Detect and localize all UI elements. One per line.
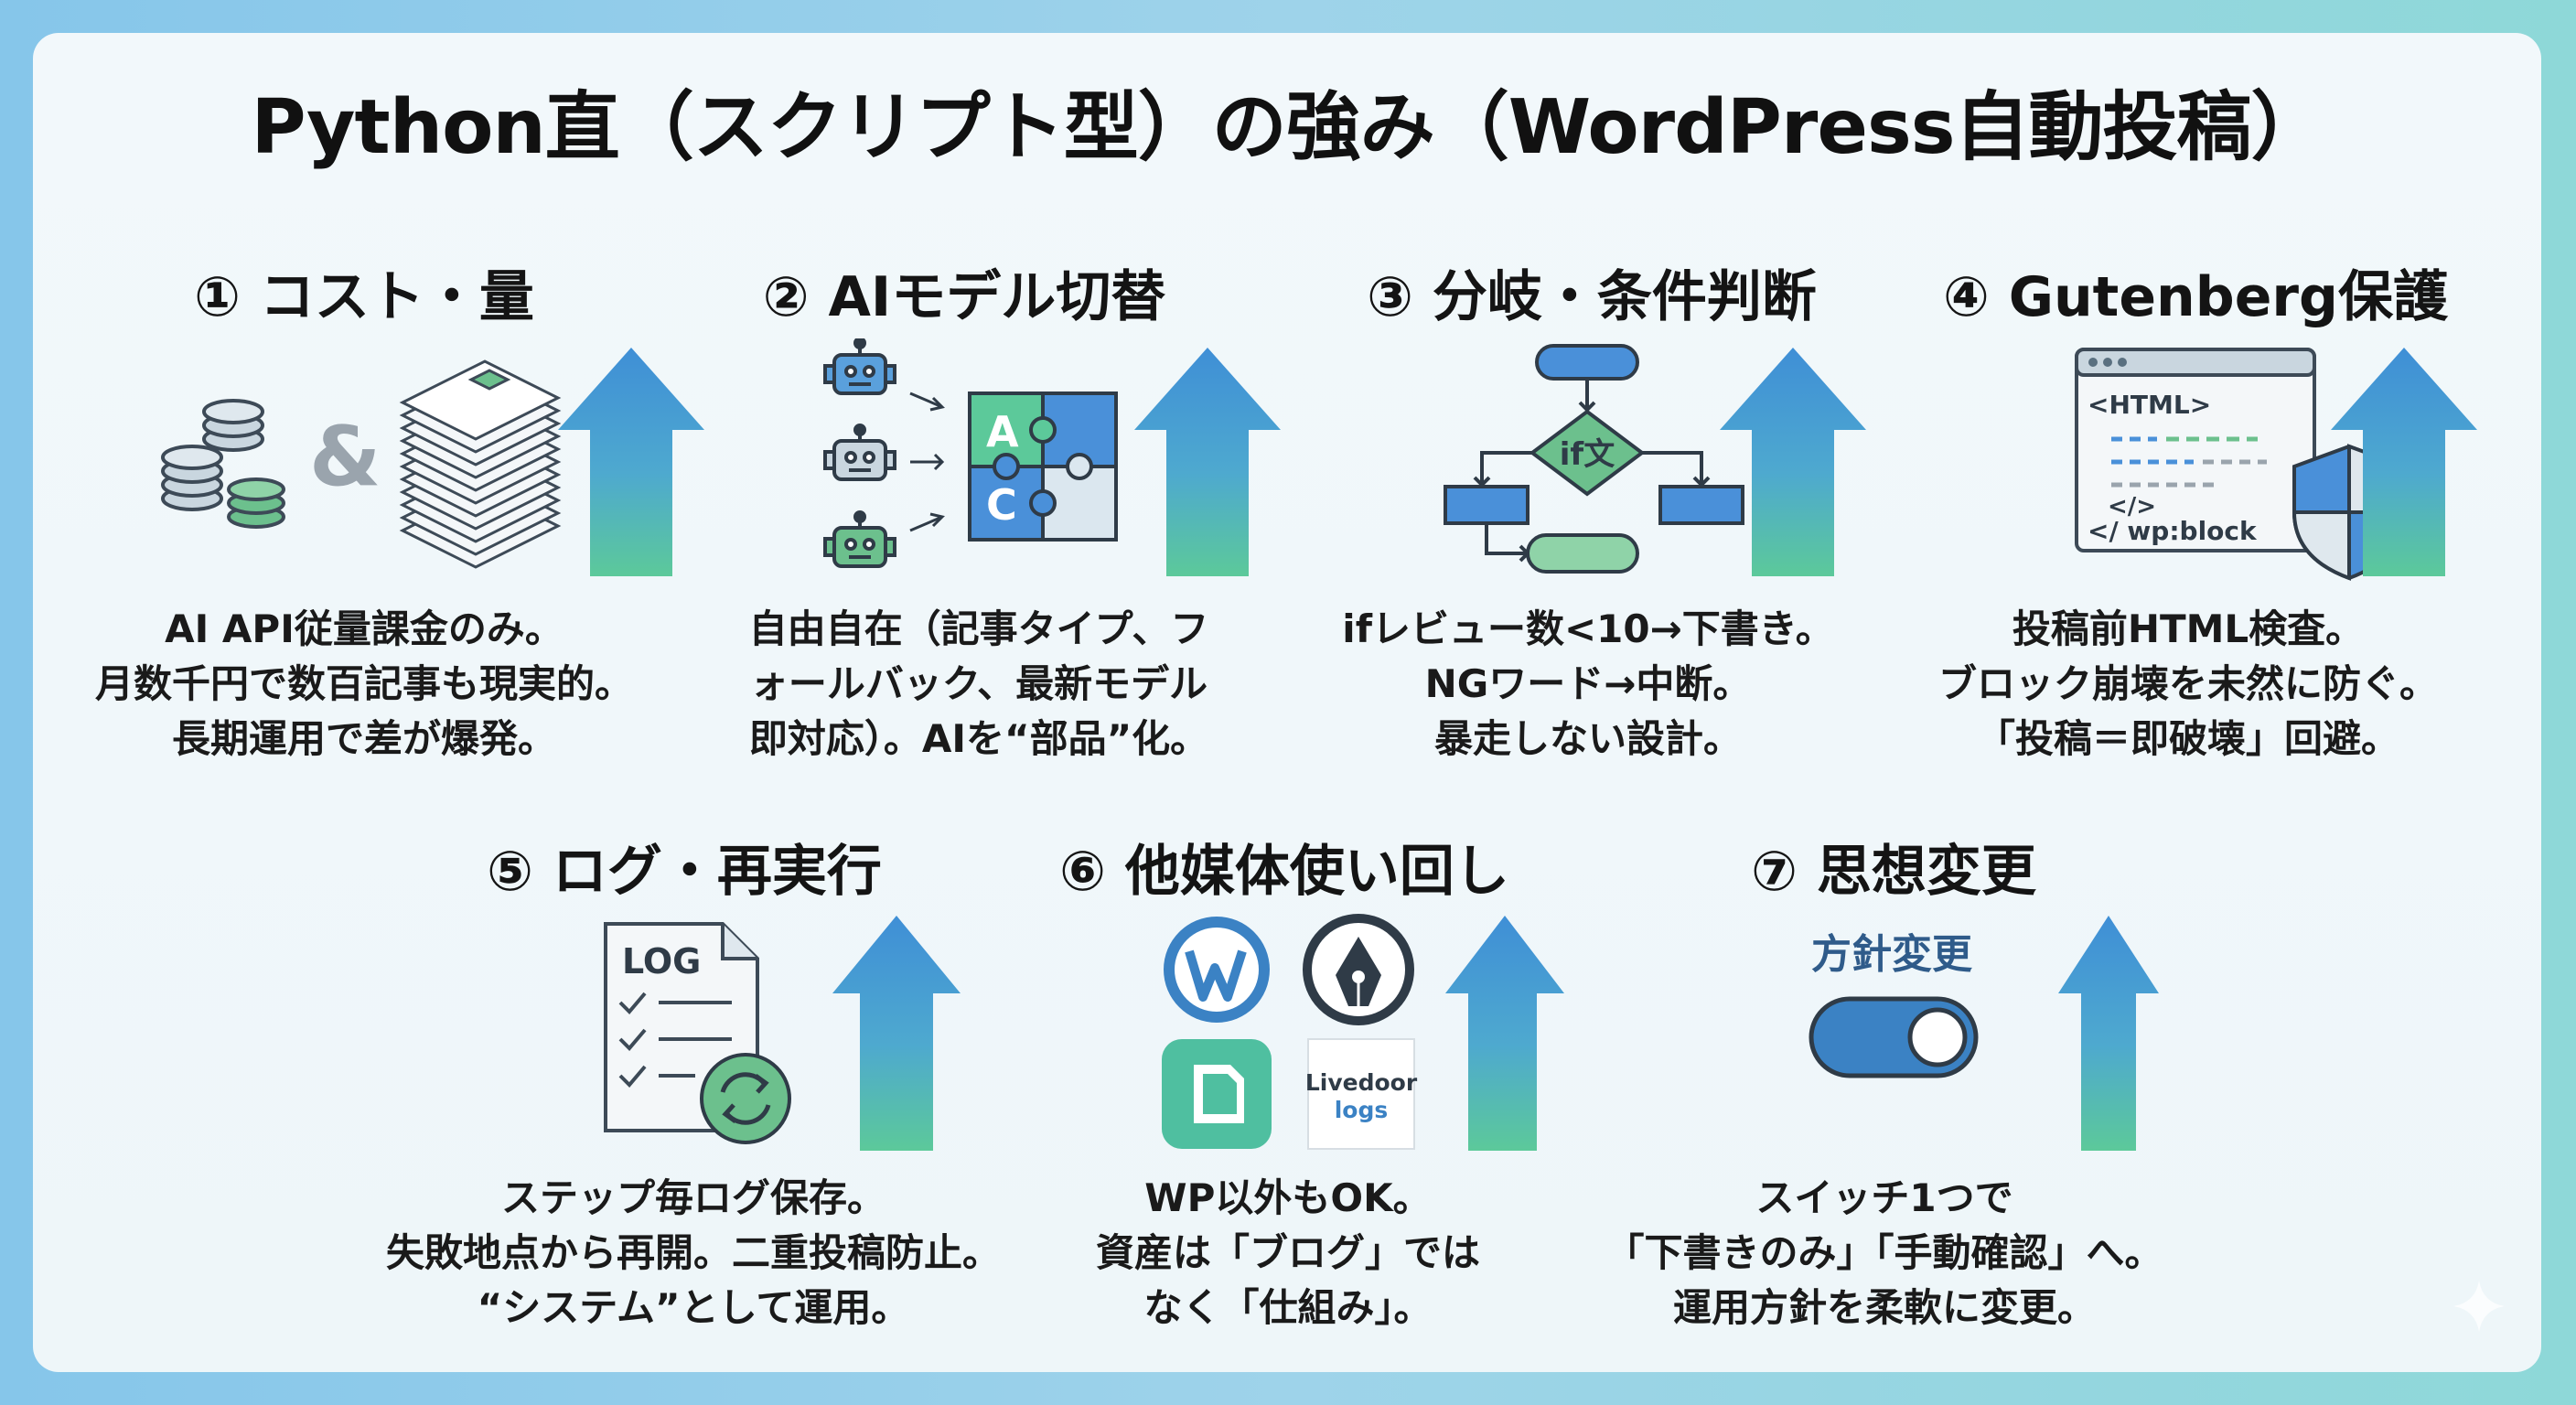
card-6-line-2: 資産は「ブログ」では (1095, 1230, 1481, 1275)
card-6-heading: ⑥ 他媒体使い回し (1059, 840, 1509, 904)
multi-platform-illustration: Livedoor logs (1153, 911, 1564, 1158)
card-3-description: ifレビュー数<10→下書き。 NGワード→中断。 暴走しない設計。 (1342, 602, 1833, 767)
livedoor-sub: logs (1335, 1097, 1389, 1123)
card-2-line-3: 即対応）。AIを“部品”化。 (748, 716, 1209, 761)
coins-icon (161, 399, 285, 529)
log-label: LOG (622, 941, 701, 981)
card-7-heading: ⑦ 思想変更 (1751, 840, 2036, 904)
puzzle-letter-a: A (986, 407, 1019, 456)
branch-condition-illustration: if文 (1436, 338, 1866, 595)
card-2-line-1: 自由自在（記事タイプ、フ (748, 606, 1209, 651)
card-4-line-3: 「投稿＝即破壊」回避。 (1976, 716, 2400, 761)
livedoor-blog-icon: Livedoor logs (1305, 1038, 1418, 1150)
card-6-line-3: なく「仕組み」。 (1143, 1285, 1433, 1330)
card-6-line-1: WP以外もOK。 (1144, 1175, 1432, 1220)
card-4-line-1: 投稿前HTML検査。 (2012, 606, 2365, 651)
policy-switch-illustration: 方針変更 (1793, 911, 2159, 1158)
card-2-heading: ② AIモデル切替 (762, 265, 1166, 329)
up-arrow-icon (1134, 348, 1281, 576)
refresh-icon (700, 1053, 791, 1144)
card-1-line-3: 長期運用で差が爆発。 (171, 716, 557, 761)
card-7-line-3: 運用方針を柔軟に変更。 (1672, 1285, 2097, 1330)
card-4-line-2: ブロック崩壊を未然に防ぐ。 (1937, 661, 2439, 706)
card-3-line-3: 暴走しない設計。 (1433, 716, 1742, 761)
card-1-heading: ① コスト・量 (194, 265, 534, 329)
card-1-description: AI API従量課金のみ。 月数千円で数百記事も現実的。 長期運用で差が爆発。 (95, 602, 633, 767)
puzzle-letter-c: C (986, 480, 1017, 530)
cost-volume-illustration: & (146, 338, 714, 595)
card-4-heading: ④ Gutenberg保護 (1943, 265, 2448, 329)
card-1-line-1: AI API従量課金のみ。 (165, 606, 564, 651)
note-app-icon (1162, 1039, 1272, 1149)
code-window-icon: <HTML> </> </ wp:block (2075, 348, 2316, 552)
wp-block-tag: </ wp:block (2088, 516, 2258, 546)
decision-label: if文 (1560, 436, 1615, 473)
sparkle-icon (2452, 1279, 2506, 1334)
card-3-heading: ③ 分岐・条件判断 (1367, 265, 1817, 329)
card-7-line-1: スイッチ1つで (1755, 1175, 2013, 1220)
card-5-description: ステップ毎ログ保存。 失敗地点から再開。二重投稿防止。 “システム”として運用。 (386, 1171, 1001, 1335)
document-stack-icon (399, 359, 562, 569)
card-3-line-1: ifレビュー数<10→下書き。 (1342, 606, 1834, 651)
card-5-line-2: 失敗地点から再開。二重投稿防止。 (385, 1230, 1002, 1275)
page-title: Python直（スクリプト型）の強み（WordPress自動投稿） (251, 84, 2325, 171)
up-arrow-icon (1720, 348, 1866, 576)
up-arrow-icon (2058, 916, 2159, 1151)
card-1-line-2: 月数千円で数百記事も現実的。 (94, 661, 634, 706)
robot-icons (823, 338, 896, 568)
card-5-line-1: ステップ毎ログ保存。 (500, 1175, 886, 1220)
pen-nib-icon (1303, 914, 1414, 1025)
html-open-tag: <HTML> (2088, 390, 2211, 420)
flowchart-icon: if文 (1444, 344, 1744, 574)
card-6-description: WP以外もOK。 資産は「ブログ」では なく「仕組み」。 (1096, 1171, 1480, 1335)
log-rerun-illustration: LOG (595, 911, 961, 1158)
up-arrow-icon (558, 348, 704, 576)
toggle-label: 方針変更 (1811, 931, 1973, 978)
card-2-description: 自由自在（記事タイプ、フ ォールバック、最新モデル 即対応）。AIを“部品”化。 (749, 602, 1209, 767)
card-7-line-2: 「下書きのみ」「手動確認」へ。 (1605, 1230, 2163, 1275)
card-7-description: スイッチ1つで 「下書きのみ」「手動確認」へ。 運用方針を柔軟に変更。 (1605, 1171, 2163, 1335)
html-close-tag: </> (2108, 493, 2156, 520)
ai-model-switch-illustration: A C (805, 338, 1281, 595)
connector-arrows (909, 391, 945, 532)
card-4-description: 投稿前HTML検査。 ブロック崩壊を未然に防ぐ。 「投稿＝即破壊」回避。 (1938, 602, 2438, 767)
livedoor-name: Livedoor (1305, 1069, 1418, 1096)
wordpress-icon (1164, 917, 1270, 1023)
up-arrow-icon (2331, 348, 2477, 576)
up-arrow-icon (1445, 916, 1564, 1151)
card-3-line-2: NGワード→中断。 (1424, 661, 1752, 706)
card-5-heading: ⑤ ログ・再実行 (487, 840, 882, 904)
toggle-switch-icon (1809, 996, 1979, 1078)
ampersand: & (309, 409, 381, 505)
up-arrow-icon (832, 916, 961, 1151)
card-5-line-3: “システム”として運用。 (477, 1285, 910, 1330)
puzzle-icon: A C (968, 391, 1118, 542)
card-2-line-2: ォールバック、最新モデル (749, 661, 1208, 706)
gutenberg-protection-illustration: <HTML> </> </ wp:block (2075, 338, 2477, 595)
